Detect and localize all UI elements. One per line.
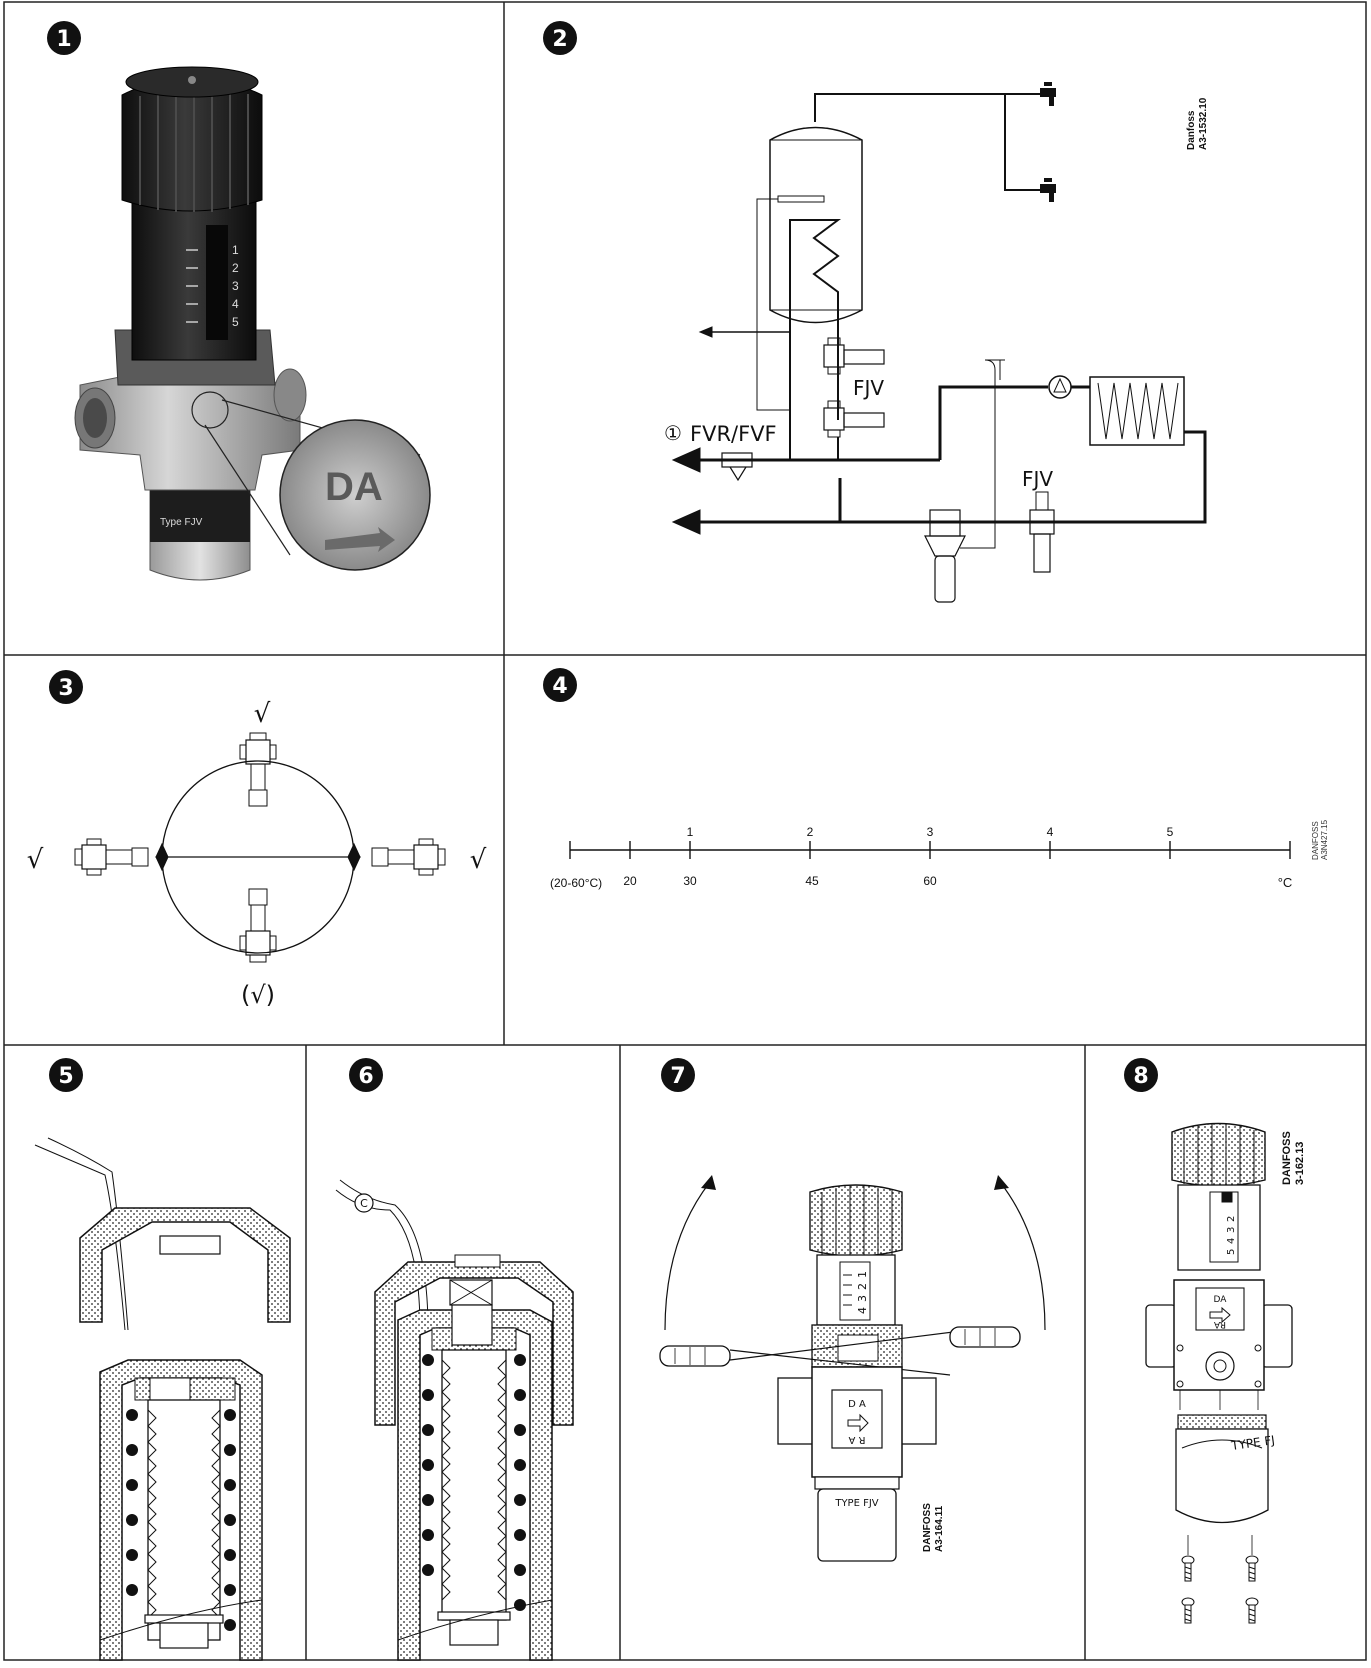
exploded-view: 5 4 3 2 DA RA TYPE FJ (1145, 1122, 1306, 1624)
svg-text:A3N427.15: A3N427.15 (1320, 819, 1329, 860)
badge-4: 4 (543, 668, 577, 702)
temp-label: 30 (683, 874, 697, 888)
svg-text:3: 3 (232, 279, 239, 293)
svg-text:3: 3 (1226, 1227, 1237, 1233)
svg-text:4: 4 (1226, 1238, 1237, 1244)
svg-text:RA: RA (1213, 1319, 1226, 1329)
scale-number: 5 (1167, 825, 1174, 839)
svg-text:A3-1532.10: A3-1532.10 (1198, 97, 1209, 150)
scale-number: 2 (807, 825, 814, 839)
badge-3: 3 (49, 670, 83, 704)
svg-text:DA: DA (1214, 1295, 1228, 1305)
svg-text:5: 5 (1226, 1249, 1237, 1255)
screwdriver-disassembly: 4 3 2 1 D A R A TYPE FJV DANFOSS A3-164.… (659, 1175, 1046, 1562)
unit-label: °C (1278, 875, 1293, 890)
svg-text:DANFOSS: DANFOSS (1311, 821, 1320, 860)
svg-text:4: 4 (856, 1307, 869, 1314)
svg-text:4: 4 (232, 297, 239, 311)
range-label: (20-60°C) (550, 876, 602, 890)
badge-2: 2 (543, 21, 577, 55)
svg-text:FJV: FJV (853, 376, 884, 400)
svg-text:3-162.13: 3-162.13 (1294, 1142, 1306, 1185)
svg-text:5: 5 (232, 315, 239, 329)
svg-text:2: 2 (232, 261, 239, 275)
svg-text:√: √ (254, 699, 271, 729)
svg-text:Type FJV: Type FJV (160, 517, 203, 528)
temp-label: 45 (805, 874, 819, 888)
svg-text:7: 7 (670, 1064, 685, 1089)
svg-text:5: 5 (58, 1064, 73, 1089)
svg-text:Danfoss: Danfoss (1186, 110, 1197, 150)
svg-text:3: 3 (58, 676, 73, 701)
svg-text:A3-164.11: A3-164.11 (934, 1505, 945, 1552)
svg-text:1: 1 (56, 27, 71, 52)
tap-icon (1040, 178, 1056, 202)
svg-text:TYPE FJV: TYPE FJV (834, 1498, 878, 1509)
tap-icon (1040, 82, 1056, 106)
svg-text:DA: DA (325, 465, 383, 509)
badge-1: 1 (47, 21, 81, 55)
svg-text:FJV: FJV (1022, 467, 1053, 491)
svg-text:3: 3 (856, 1295, 869, 1302)
svg-text:2: 2 (856, 1283, 869, 1290)
panel-grid (3, 1, 1367, 1661)
svg-text:①: ① (664, 421, 682, 445)
schematic-labels: FJV FJV ① FVR/FVF Danfoss A3-1532.10 (664, 97, 1209, 491)
temp-label: 20 (623, 874, 637, 888)
cap-removal-section (34, 1137, 291, 1661)
badge-7: 7 (661, 1058, 695, 1092)
scale-number: 3 (927, 825, 934, 839)
system-schematic (671, 82, 1207, 603)
svg-text:C: C (360, 1197, 368, 1210)
badge-5: 5 (49, 1058, 83, 1092)
scale-number: 4 (1047, 825, 1054, 839)
svg-text:TYPE FJ: TYPE FJ (1229, 1433, 1275, 1453)
svg-text:(√): (√) (241, 981, 275, 1009)
svg-text:√: √ (470, 845, 487, 875)
svg-text:DANFOSS: DANFOSS (1281, 1131, 1293, 1185)
mounting-checkmarks: √ √ √ (√) (27, 699, 487, 1009)
svg-text:2: 2 (552, 27, 567, 52)
svg-text:2: 2 (1226, 1216, 1237, 1222)
scale-labels: 1 2 3 4 5 (20-60°C) 20 30 45 60 °C DANFO… (550, 819, 1329, 890)
svg-text:D A: D A (848, 1399, 866, 1410)
reassembled-section: C (335, 1179, 574, 1661)
badge-6: 6 (349, 1058, 383, 1092)
svg-text:1: 1 (232, 243, 239, 257)
svg-text:R A: R A (848, 1434, 865, 1445)
svg-text:8: 8 (1133, 1064, 1148, 1089)
scale-number: 1 (687, 825, 694, 839)
temp-label: 60 (923, 874, 937, 888)
svg-text:1: 1 (856, 1271, 869, 1278)
svg-text:DANFOSS: DANFOSS (922, 1503, 933, 1552)
svg-text:6: 6 (358, 1064, 373, 1089)
svg-text:4: 4 (552, 674, 567, 699)
mounting-positions (74, 732, 446, 963)
badge-8: 8 (1124, 1058, 1158, 1092)
svg-text:FVR/FVF: FVR/FVF (690, 422, 777, 446)
temperature-scale (569, 841, 1291, 859)
svg-text:√: √ (27, 845, 44, 875)
valve-photo: Type FJV 1 2 3 4 5 (74, 66, 431, 581)
